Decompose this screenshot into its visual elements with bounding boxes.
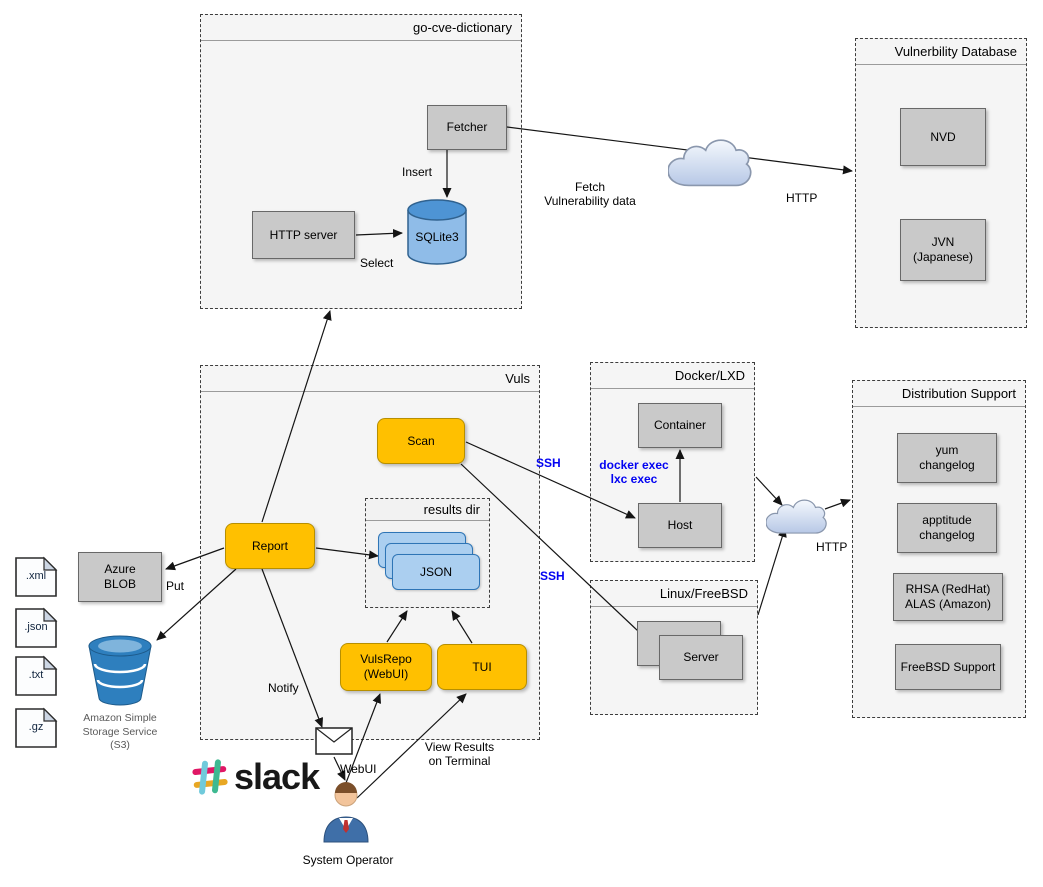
node-azure-blob-label: Azure BLOB [103, 562, 136, 591]
slack-logo: slack [190, 756, 320, 798]
container-go-cve-dictionary: go-cve-dictionary [200, 14, 522, 309]
container-title-vuln-db: Vulnerbility Database [856, 39, 1026, 65]
file-icon-gz: .gz [14, 707, 58, 749]
node-nvd-label: NVD [930, 129, 956, 144]
node-http-server-label: HTTP server [269, 227, 338, 242]
node-freebsd-support: FreeBSD Support [895, 644, 1001, 690]
node-aptitude-changelog-label: apptitude changelog [919, 513, 975, 542]
edge-label-put: Put [166, 579, 185, 593]
edge-label-fetch-vulnerability-data: Fetch Vulnerability data [544, 180, 636, 208]
node-aptitude-changelog: apptitude changelog [897, 503, 997, 553]
edge-label-ssh-docker: SSH [536, 456, 561, 470]
node-jvn-label: JVN (Japanese) [912, 235, 974, 264]
internet-cloud-icon-bottom [766, 499, 827, 534]
system-operator-label: System Operator [302, 853, 394, 867]
file-icon-xml: .xml [14, 556, 58, 598]
container-vulnerability-database: Vulnerbility Database [855, 38, 1027, 328]
node-server: Server [659, 635, 743, 680]
edge-label-webui: WebUI [340, 762, 377, 776]
file-label-txt: .txt [28, 669, 44, 681]
node-container-label: Container [653, 418, 707, 432]
node-jvn: JVN (Japanese) [900, 219, 986, 281]
document-page-icon [15, 707, 58, 748]
edge-label-insert: Insert [402, 165, 433, 179]
node-server-label: Server [683, 650, 719, 664]
container-title-results-dir: results dir [366, 499, 489, 521]
node-vulsrepo: VulsRepo (WebUI) [340, 643, 432, 691]
node-vulsrepo-label: VulsRepo (WebUI) [360, 652, 412, 681]
file-label-gz: .gz [28, 721, 44, 733]
edge-label-docker-exec: docker exec lxc exec [599, 458, 669, 486]
node-json-label: JSON [419, 564, 452, 579]
node-scan: Scan [377, 418, 465, 464]
s3-caption: Amazon Simple Storage Service (S3) [82, 712, 158, 752]
node-json-result-front: JSON [392, 554, 480, 590]
node-fetcher-label: Fetcher [446, 120, 488, 134]
edge-label-view-results: View Results on Terminal [424, 740, 495, 768]
file-icon-json: .json [14, 607, 58, 649]
document-page-icon [15, 556, 58, 597]
container-title-linux-freebsd: Linux/FreeBSD [591, 581, 757, 607]
sqlite-database-cylinder-icon: SQLite3 [407, 199, 467, 265]
edge-label-ssh-linux: SSH [540, 569, 565, 583]
node-yum-changelog-label: yum changelog [919, 443, 975, 472]
node-yum-changelog: yum changelog [897, 433, 997, 483]
node-report: Report [225, 523, 315, 569]
edge-label-select: Select [360, 256, 394, 270]
node-container: Container [638, 403, 722, 448]
edge-label-http-bottom: HTTP [816, 540, 848, 554]
file-label-json: .json [24, 621, 48, 633]
edge-label-http-top: HTTP [786, 191, 818, 205]
node-azure-blob: Azure BLOB [78, 552, 162, 602]
node-scan-label: Scan [407, 433, 435, 448]
node-nvd: NVD [900, 108, 986, 166]
node-tui: TUI [437, 644, 527, 690]
node-fetcher: Fetcher [427, 105, 507, 150]
s3-bucket-icon [88, 635, 152, 706]
container-title-docker-lxd: Docker/LXD [591, 363, 754, 389]
internet-cloud-icon-top [668, 139, 752, 187]
arrow-linux-to-cloud [757, 527, 787, 616]
slack-wordmark: slack [234, 756, 320, 797]
edge-label-notify: Notify [268, 681, 299, 695]
document-page-icon [15, 655, 58, 696]
file-label-xml: .xml [25, 570, 47, 582]
node-sqlite-label: SQLite3 [415, 230, 459, 244]
node-host: Host [638, 503, 722, 548]
node-host-label: Host [667, 518, 693, 532]
system-operator-icon [323, 782, 369, 843]
file-icon-txt: .txt [14, 655, 58, 697]
node-rhsa-alas-label: RHSA (RedHat) ALAS (Amazon) [904, 582, 992, 611]
container-title-vuls: Vuls [201, 366, 539, 392]
slack-hash-icon [192, 759, 228, 795]
node-http-server: HTTP server [252, 211, 355, 259]
document-page-icon [15, 607, 58, 648]
node-rhsa-alas: RHSA (RedHat) ALAS (Amazon) [893, 573, 1003, 621]
mail-envelope-icon [315, 727, 353, 755]
container-title-go-cve: go-cve-dictionary [201, 15, 521, 41]
container-title-dist-support: Distribution Support [853, 381, 1025, 407]
node-tui-label: TUI [472, 659, 492, 674]
node-report-label: Report [251, 538, 289, 553]
node-freebsd-support-label: FreeBSD Support [900, 659, 996, 674]
